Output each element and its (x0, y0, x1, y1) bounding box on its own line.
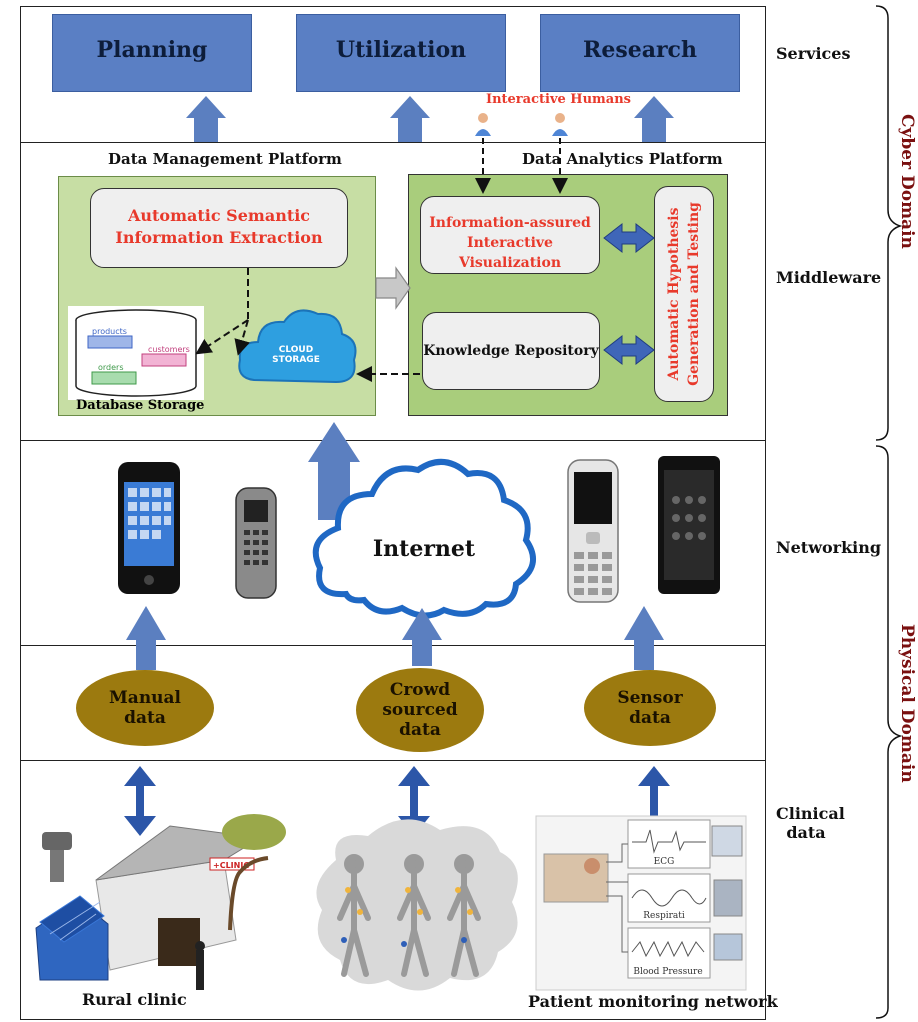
visualization-line1: Information-assured (429, 215, 591, 231)
db-table-customers: customers (148, 345, 190, 354)
sensor-line1: Sensor (617, 688, 683, 708)
crowd-line2: sourced (382, 700, 458, 720)
touchscreen-phone-icon (658, 456, 720, 594)
dashed-to-database (195, 319, 249, 355)
flip-phone-icon (235, 487, 277, 599)
data-analytics-title: Data Analytics Platform (522, 150, 723, 168)
network-to-middleware-arrow (308, 422, 360, 520)
data-management-title: Data Management Platform (108, 150, 342, 168)
database-storage-label: Database Storage (76, 398, 205, 413)
database-image: products customers orders (68, 306, 204, 400)
internet-label: Internet (373, 536, 476, 562)
cloud-label-line2: STORAGE (272, 355, 320, 365)
extraction-line2: Information Extraction (115, 228, 323, 247)
sensor-line2: data (629, 708, 671, 728)
visualization-box: Information-assured Interactive Visualiz… (420, 196, 600, 274)
double-arrow-visualization (603, 222, 655, 254)
knowledge-repository-label: Knowledge Repository (423, 343, 599, 359)
ecg-label: ECG (654, 857, 675, 867)
crowd-line1: Crowd (389, 680, 451, 700)
cloud-label-line1: CLOUD (279, 345, 313, 355)
source-up-arrows (126, 606, 664, 670)
divider-middleware (20, 440, 766, 441)
layer-networking-label: Networking (776, 538, 882, 557)
double-arrow-knowledge (603, 334, 655, 366)
hypothesis-box: Automatic Hypothesis Generation and Test… (654, 186, 714, 402)
knowledge-repository-box: Knowledge Repository (422, 312, 600, 390)
clinical-line2: data (786, 823, 826, 842)
up-arrow-sensor (624, 606, 664, 670)
human-icon-2 (552, 113, 568, 136)
manual-line2: data (124, 708, 166, 728)
body-sensors-image (316, 819, 518, 991)
blood-pressure-label: Blood Pressure (633, 967, 702, 977)
human-icon-1 (475, 113, 491, 136)
patient-monitoring-image: ECG Respirati Blood Pressure (535, 815, 747, 991)
cloud-storage-icon: CLOUD STORAGE (238, 309, 357, 384)
divider-sources (20, 760, 766, 761)
clinical-line1: Clinical (776, 804, 845, 823)
crowd-line3: data (399, 720, 441, 740)
divider-services (20, 142, 766, 143)
dashed-to-cloud (234, 319, 250, 356)
physical-domain-brace (875, 445, 903, 1019)
planning-box: Planning (52, 14, 252, 92)
internet-cloud-icon (312, 459, 537, 619)
diagram-frame (20, 6, 766, 1020)
smartphone-1-icon (118, 462, 180, 594)
up-arrow-utilization (390, 96, 430, 142)
semantic-extraction-box: Automatic Semantic Information Extractio… (90, 188, 348, 268)
research-label: Research (583, 37, 697, 63)
service-up-arrows (186, 96, 674, 142)
cyber-domain-brace (875, 5, 903, 441)
rural-clinic-image: +CLINIC (35, 814, 286, 990)
vdouble-manual (124, 766, 156, 836)
layer-services-label: Services (776, 44, 851, 63)
feature-phone-icon (567, 459, 619, 603)
platform-link-arrow (375, 266, 411, 310)
up-arrow-crowd (402, 608, 442, 666)
extraction-line1: Automatic Semantic (127, 206, 311, 225)
db-table-orders: orders (98, 363, 124, 372)
database-icon: products customers orders (75, 309, 197, 397)
rural-clinic-label: Rural clinic (82, 990, 187, 1009)
manual-line1: Manual (108, 688, 182, 708)
layer-clinical-label: Clinical data (776, 804, 845, 842)
clinic-sign-label: +CLINIC (213, 861, 249, 870)
visualization-line2: Interactive Visualization (458, 235, 562, 271)
respiration-label: Respirati (643, 911, 685, 921)
vdouble-crowd (398, 766, 430, 836)
up-arrow-manual (126, 606, 166, 670)
layer-middleware-label: Middleware (776, 268, 882, 287)
up-arrow-research (634, 96, 674, 142)
utilization-label: Utilization (335, 37, 467, 63)
db-table-products: products (92, 327, 127, 336)
planning-label: Planning (96, 37, 208, 63)
up-arrow-planning (186, 96, 226, 142)
patient-network-label: Patient monitoring network (528, 992, 778, 1011)
cloud-storage-image: CLOUD STORAGE (232, 298, 362, 398)
interactive-humans-label: Interactive Humans (486, 92, 631, 107)
divider-networking (20, 645, 766, 646)
utilization-box: Utilization (296, 14, 506, 92)
research-box: Research (540, 14, 740, 92)
